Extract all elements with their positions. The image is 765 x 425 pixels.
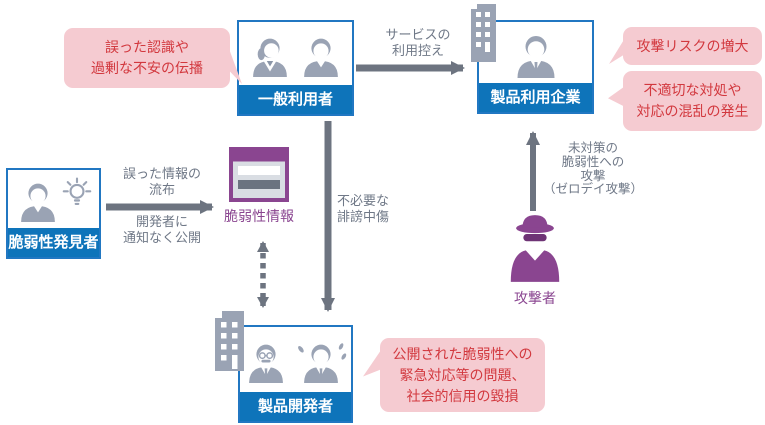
- female-user-icon: [253, 38, 287, 77]
- product-developer-box: 製品開発者: [238, 325, 353, 423]
- publish-without-notice-label: 開発者に 通知なく公開: [122, 214, 201, 246]
- mustache-developer-icon: [249, 344, 283, 383]
- discoverer-person-icon: [20, 183, 55, 222]
- general-users-label: 一般利用者: [239, 85, 352, 114]
- zero-day-label: 未対策の 脆弱性への 攻撃 （ゼロデイ攻撃）: [542, 141, 643, 197]
- attacker-figure: 攻撃者: [500, 212, 570, 308]
- callout-attack-risk: 攻撃リスクの増大: [623, 27, 762, 65]
- sweating-developer-icon: [298, 342, 347, 383]
- product-developer-label: 製品開発者: [240, 392, 351, 421]
- male-user-icon: [304, 38, 338, 77]
- slander-label: 不必要な 誹謗中傷: [337, 193, 390, 225]
- false-info-label: 誤った情報の 流布: [122, 166, 201, 198]
- general-users-box: 一般利用者: [237, 20, 354, 116]
- discoverer-box: 脆弱性発見者: [6, 168, 101, 259]
- businessman-icon: [517, 35, 554, 78]
- callout-disclosure-problems: 公開された脆弱性への 緊急対応等の問題、 社会的信用の毀損: [380, 338, 545, 412]
- product-company-icons: [479, 22, 592, 83]
- browser-window-icon: [229, 147, 289, 202]
- office-building-icon: [471, 4, 496, 62]
- product-company-label: 製品利用企業: [479, 83, 592, 112]
- vuln-info-figure: 脆弱性情報: [212, 147, 306, 226]
- product-company-box: 製品利用企業: [477, 20, 594, 114]
- attacker-label: 攻撃者: [514, 290, 556, 306]
- callout-improper-response: 不適切な対処や 対応の混乱の発生: [623, 71, 762, 131]
- lightbulb-icon: [62, 177, 91, 205]
- service-refrain-label: サービスの 利用控え: [385, 27, 451, 59]
- discoverer-icons: [8, 170, 99, 228]
- office-building-icon: [215, 311, 244, 371]
- attacker-spy-icon: [510, 215, 560, 282]
- callout-misperception: 誤った認識や 過剰な不安の伝播: [64, 28, 230, 88]
- vuln-info-label: 脆弱性情報: [224, 208, 294, 224]
- general-users-icons: [239, 22, 352, 85]
- product-developer-icons: [240, 327, 351, 392]
- discoverer-label: 脆弱性発見者: [8, 228, 99, 257]
